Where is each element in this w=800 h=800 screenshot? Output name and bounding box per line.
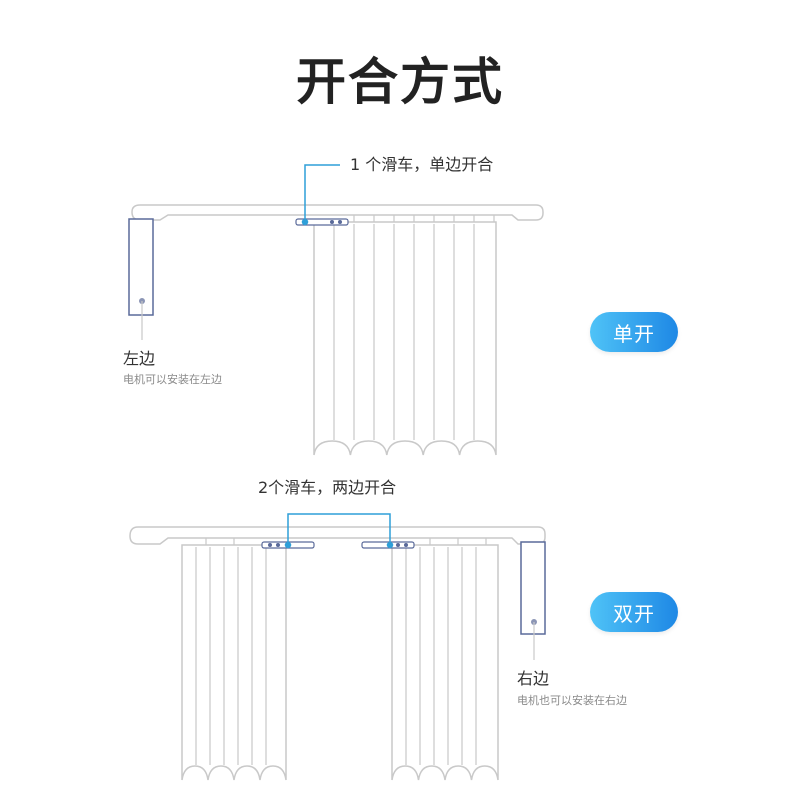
top-rail xyxy=(131,204,544,221)
top-motor xyxy=(128,218,154,340)
top-callout-leader xyxy=(301,164,340,226)
top-pleat-lines xyxy=(333,224,475,440)
single-open-badge: 单开 xyxy=(590,312,678,352)
bottom-left-curtain xyxy=(181,544,287,781)
bottom-right-curtain xyxy=(391,544,499,781)
bottom-callout-leader xyxy=(284,513,394,549)
top-curtain xyxy=(313,221,497,456)
page-title: 开合方式 xyxy=(296,53,504,111)
top-hooks xyxy=(353,215,495,222)
double-open-badge: 双开 xyxy=(590,592,678,632)
top-motor-note: 电机可以安装在左边 xyxy=(123,373,222,386)
top-callout-label: 1 个滑车，单边开合 xyxy=(350,155,494,174)
bottom-pleat-lines xyxy=(195,547,477,765)
bottom-callout-label: 2个滑车，两边开合 xyxy=(258,478,397,497)
bottom-motor xyxy=(520,541,546,660)
bottom-rail xyxy=(129,526,546,545)
bottom-motor-note: 电机也可以安装在右边 xyxy=(517,694,627,707)
top-motor-label: 左边 xyxy=(123,349,156,368)
bottom-hooks xyxy=(205,538,487,545)
bottom-motor-label: 右边 xyxy=(517,669,550,688)
